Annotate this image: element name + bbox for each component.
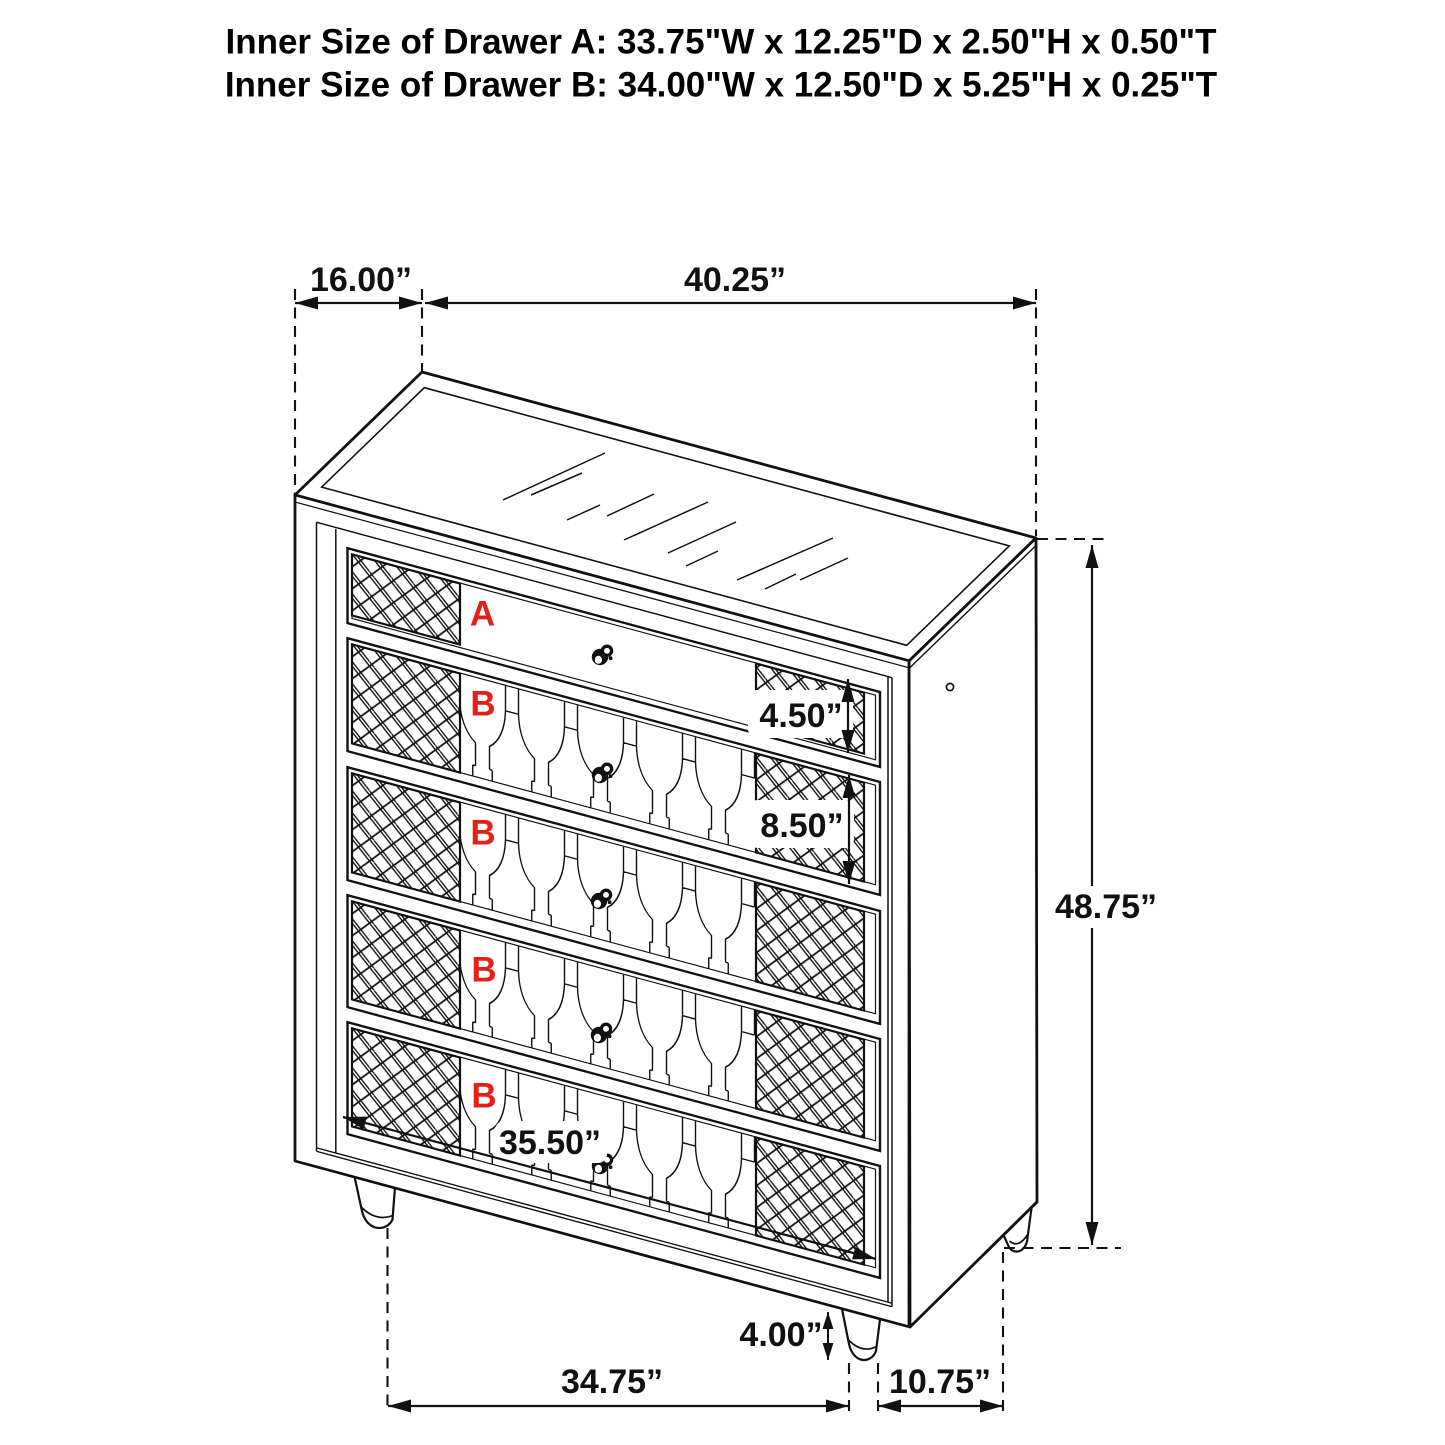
svg-text:B: B <box>470 814 495 853</box>
svg-text:Inner Size of Drawer A: 33.75": Inner Size of Drawer A: 33.75"W x 12.25"… <box>225 23 1216 62</box>
svg-text:A: A <box>470 595 495 634</box>
svg-text:B: B <box>471 1077 496 1116</box>
svg-text:8.50”: 8.50” <box>760 807 843 845</box>
svg-text:4.00”: 4.00” <box>739 1316 822 1354</box>
svg-text:Inner Size of Drawer B: 34.00": Inner Size of Drawer B: 34.00"W x 12.50"… <box>225 66 1217 105</box>
svg-text:4.50”: 4.50” <box>759 697 842 735</box>
svg-text:48.75”: 48.75” <box>1055 888 1157 926</box>
svg-text:10.75”: 10.75” <box>889 1363 991 1401</box>
svg-text:B: B <box>470 685 495 724</box>
svg-text:34.75”: 34.75” <box>561 1363 663 1401</box>
svg-text:B: B <box>471 951 496 990</box>
svg-text:40.25”: 40.25” <box>684 261 786 299</box>
svg-text:35.50”: 35.50” <box>499 1124 601 1162</box>
svg-text:16.00”: 16.00” <box>310 261 412 299</box>
